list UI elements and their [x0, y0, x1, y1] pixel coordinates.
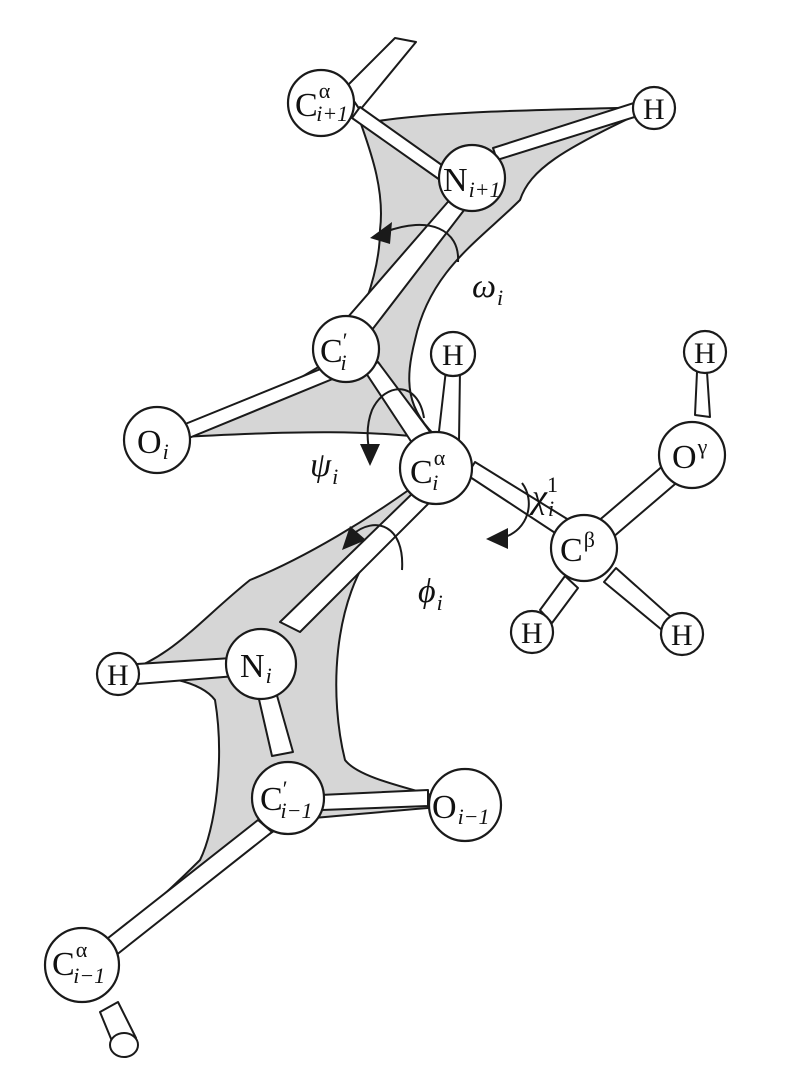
phi-arrow — [351, 524, 404, 571]
omega-arrowhead — [370, 222, 392, 244]
atom-h-right: H — [682, 329, 728, 375]
bond-c-beta-h-right — [603, 567, 673, 631]
chi-arrowhead — [486, 528, 508, 549]
svg-text:Cαi+1: Cαi+1 — [295, 78, 348, 126]
psi-arrowhead — [360, 444, 380, 466]
atom-o-gamma: Oγ — [657, 420, 727, 490]
svg-text:Oγ: Oγ — [672, 434, 708, 476]
atom-c-prime-prev: C′i−1 — [250, 760, 326, 836]
atom-n-next: Ni+1 — [437, 143, 507, 213]
atom-c-beta: Cβ — [549, 513, 619, 583]
svg-text:Cαi: Cαi — [410, 445, 446, 495]
svg-text:H: H — [671, 619, 693, 652]
omega-arrow — [384, 223, 460, 263]
svg-text:Cαi−1: Cαi−1 — [52, 937, 105, 988]
bond-ca-h-mid — [437, 369, 461, 443]
svg-text:H: H — [107, 659, 129, 692]
atom-h-cb-left: H — [509, 609, 555, 655]
psi-label: ψi — [310, 447, 338, 489]
atom-o-i: Oi — [122, 405, 192, 475]
svg-text:H: H — [521, 617, 543, 650]
svg-text:C′i−1: C′i−1 — [260, 776, 312, 823]
chi-arrow — [501, 482, 530, 539]
atom-o-prev: Oi−1 — [427, 767, 503, 843]
atom-c-prime-i: C′i — [311, 314, 381, 384]
phi-arrowhead — [342, 526, 366, 550]
svg-text:H: H — [442, 339, 464, 372]
svg-text:H: H — [694, 337, 716, 370]
bond-c-prime-prev-ca-prev — [102, 819, 273, 957]
omega-label: ωi — [472, 268, 503, 310]
atom-h-top: H — [631, 85, 677, 131]
svg-text:Ni+1: Ni+1 — [443, 162, 501, 202]
svg-text:Ni: Ni — [240, 648, 272, 688]
atom-h-cb-right: H — [659, 611, 705, 657]
svg-text:Oi−1: Oi−1 — [432, 789, 490, 829]
atom-n-i: Ni — [224, 627, 298, 701]
svg-text:Cβ: Cβ — [560, 527, 595, 569]
svg-text:C′i: C′i — [320, 328, 348, 375]
bond-ca-next-stub — [344, 37, 417, 111]
psi-arrow — [366, 388, 425, 456]
bond-stub-end — [109, 1032, 139, 1058]
svg-text:H: H — [643, 93, 665, 126]
svg-text:Oi: Oi — [137, 424, 169, 464]
atom-h-mid: H — [429, 330, 477, 378]
phi-label: ϕi — [418, 573, 443, 615]
bond-o-gamma-h — [694, 371, 711, 418]
atom-h-left: H — [95, 651, 141, 697]
